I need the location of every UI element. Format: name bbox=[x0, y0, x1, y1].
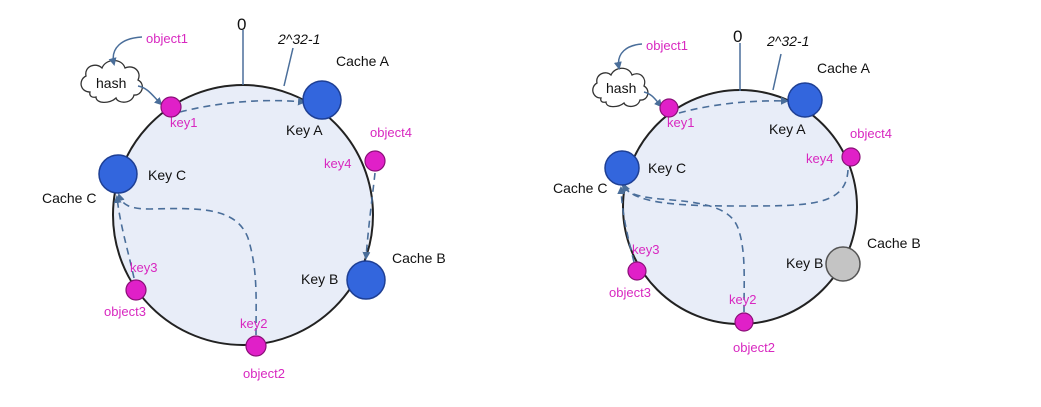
left-key1-label: key1 bbox=[170, 115, 197, 130]
left-hash-label: hash bbox=[96, 75, 126, 91]
right-zero-label: 0 bbox=[733, 27, 742, 46]
left-cache-c-node bbox=[98, 154, 138, 194]
right-key1-to-keya-path bbox=[678, 96, 789, 114]
right-object3-label: object3 bbox=[609, 285, 651, 300]
right-key-c-label: Key C bbox=[648, 160, 686, 176]
left-diagram: 0 2^32-1 hash object1 Cache A Key A Cach… bbox=[42, 15, 446, 381]
left-key-b-label: Key B bbox=[301, 271, 338, 287]
right-key3-to-keyc-path bbox=[617, 186, 635, 263]
right-max-pointer bbox=[772, 53, 782, 91]
left-object1-arrow bbox=[108, 36, 143, 66]
left-zero-label: 0 bbox=[237, 15, 246, 34]
right-hash-to-key1-arrow bbox=[643, 91, 663, 108]
left-hash-cloud-icon bbox=[80, 59, 144, 104]
right-key1-label: key1 bbox=[667, 115, 694, 130]
right-max-label: 2^32-1 bbox=[766, 33, 809, 49]
right-cache-a-label: Cache A bbox=[817, 60, 871, 76]
left-max-pointer bbox=[283, 47, 294, 87]
left-hash-ring bbox=[112, 84, 374, 346]
left-hash-to-key1-arrow bbox=[137, 85, 163, 106]
right-key3-node bbox=[627, 261, 647, 281]
left-object2-label: object2 bbox=[243, 366, 285, 381]
left-key3-label: key3 bbox=[130, 260, 157, 275]
left-object4-label: object4 bbox=[370, 125, 412, 140]
right-cache-b-label: Cache B bbox=[867, 235, 921, 251]
left-cache-b-label: Cache B bbox=[392, 250, 446, 266]
left-key2-to-keyc-path bbox=[116, 193, 257, 336]
right-object1-arrow bbox=[613, 43, 643, 70]
right-cache-c-label: Cache C bbox=[553, 180, 607, 196]
right-key1-node bbox=[659, 98, 679, 118]
right-key4-to-keyc-path bbox=[622, 169, 849, 207]
right-hash-label: hash bbox=[606, 80, 636, 96]
left-key3-to-keyc-path bbox=[113, 195, 135, 279]
left-object1-label: object1 bbox=[146, 31, 188, 46]
right-cache-c-node bbox=[604, 150, 640, 186]
right-cache-a-node bbox=[787, 82, 823, 118]
right-diagram: 0 2^32-1 hash object1 Cache A Key A Cach… bbox=[553, 27, 921, 355]
right-object2-label: object2 bbox=[733, 340, 775, 355]
right-key-b-label: Key B bbox=[786, 255, 823, 271]
left-key4-to-keyb-path bbox=[362, 172, 376, 260]
left-cache-a-label: Cache A bbox=[336, 53, 390, 69]
left-cache-c-label: Cache C bbox=[42, 190, 96, 206]
right-key-a-label: Key A bbox=[769, 121, 806, 137]
right-key2-node bbox=[734, 312, 754, 332]
right-object4-label: object4 bbox=[850, 126, 892, 141]
right-key4-label: key4 bbox=[806, 151, 833, 166]
left-key1-to-keya-path bbox=[179, 97, 306, 113]
right-cache-b-node-removed bbox=[825, 246, 861, 282]
right-key2-to-keyc-path bbox=[621, 184, 746, 313]
right-key2-label: key2 bbox=[729, 292, 756, 307]
left-key1-node bbox=[160, 96, 182, 118]
left-key4-label: key4 bbox=[324, 156, 351, 171]
left-key2-node bbox=[245, 335, 267, 357]
left-max-label: 2^32-1 bbox=[277, 31, 320, 47]
left-cache-a-node bbox=[302, 80, 342, 120]
left-key-c-label: Key C bbox=[148, 167, 186, 183]
left-cache-b-node bbox=[346, 260, 386, 300]
right-hash-ring bbox=[622, 89, 858, 325]
right-object1-label: object1 bbox=[646, 38, 688, 53]
left-key2-label: key2 bbox=[240, 316, 267, 331]
left-key3-node bbox=[125, 279, 147, 301]
right-hash-cloud-icon bbox=[592, 67, 649, 108]
left-key-a-label: Key A bbox=[286, 122, 323, 138]
left-key4-node bbox=[364, 150, 386, 172]
right-key4-node bbox=[841, 147, 861, 167]
left-object3-label: object3 bbox=[104, 304, 146, 319]
right-key3-label: key3 bbox=[632, 242, 659, 257]
